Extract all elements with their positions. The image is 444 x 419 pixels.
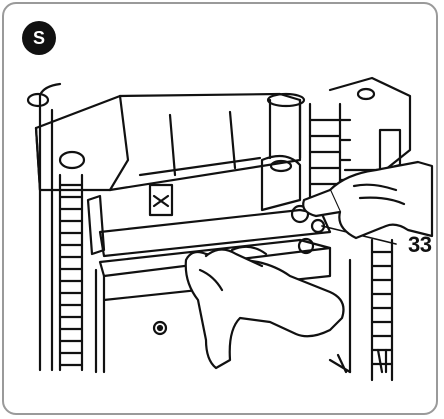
step-badge: S	[22, 21, 56, 55]
left-ribbed-handle	[58, 173, 84, 372]
callout-number: 33	[408, 232, 432, 257]
left-frame-post	[38, 82, 62, 372]
housing-latch	[148, 183, 174, 217]
cutter-rail	[98, 208, 332, 258]
right-ribbed-handle	[370, 238, 394, 382]
base-box	[94, 258, 352, 374]
top-housing	[34, 92, 302, 192]
left-hand	[184, 250, 345, 370]
height-column	[268, 98, 302, 160]
